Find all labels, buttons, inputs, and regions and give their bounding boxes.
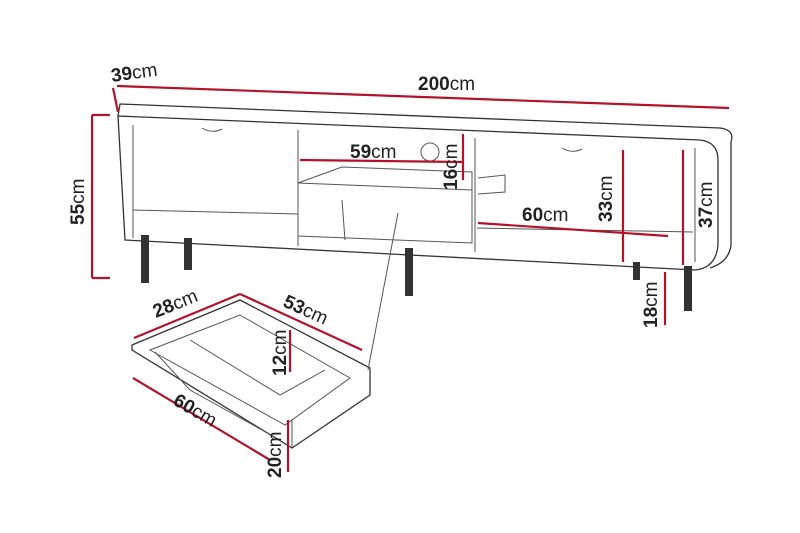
dim-line-drawer-front-width xyxy=(132,377,271,461)
label-shelf-height: 16cm xyxy=(441,144,462,190)
dimension-labels: 39cm 200cm 55cm 59cm 16cm 60cm 33cm 37cm… xyxy=(68,60,717,478)
cabinet-outline xyxy=(117,103,733,311)
right-small-shelf xyxy=(477,174,506,195)
cable-hole xyxy=(420,142,440,162)
drawer-inner-rim xyxy=(148,314,351,426)
drawer-outline xyxy=(131,299,371,449)
label-drawer-front-width: 60cm xyxy=(170,390,221,431)
leg-2 xyxy=(184,238,192,270)
dim-line-drawer-length xyxy=(239,293,363,351)
leg-4 xyxy=(684,266,692,311)
right-door-handle xyxy=(561,147,583,152)
label-height-total: 55cm xyxy=(68,179,89,225)
drawer-bottom xyxy=(189,339,326,396)
label-drawer-depth: 28cm xyxy=(150,286,201,323)
dim-line-shelf-width xyxy=(299,158,463,164)
label-drawer-inner-height: 12cm xyxy=(270,330,291,376)
leg-3 xyxy=(405,248,413,296)
label-right-width: 60cm xyxy=(522,205,568,226)
label-depth-top: 39cm xyxy=(110,60,159,87)
pointer-line-1 xyxy=(367,212,399,371)
label-shelf-width: 59cm xyxy=(350,142,396,163)
label-right-height: 37cm xyxy=(696,182,717,228)
label-drawer-front-height: 20cm xyxy=(265,432,286,478)
center-shelf xyxy=(297,166,473,191)
leg-5 xyxy=(633,262,640,280)
label-width-total: 200cm xyxy=(418,74,475,95)
left-shelf xyxy=(132,209,299,215)
drawer-detail xyxy=(131,199,399,449)
drawer-front-in-cabinet xyxy=(297,183,473,244)
leg-1 xyxy=(141,235,149,283)
cabinet-top-back-edge xyxy=(117,103,733,143)
dim-line-drawer-depth xyxy=(133,292,241,340)
dimension-lines xyxy=(90,84,730,472)
cabinet-side-edge xyxy=(709,142,732,269)
left-door-handle xyxy=(201,127,223,132)
label-leg-height: 18cm xyxy=(641,282,662,328)
drawer-front-panel xyxy=(154,351,281,441)
label-inner-height: 33cm xyxy=(596,176,617,222)
dim-line-width-total xyxy=(116,84,730,110)
dim-line-right-width xyxy=(477,221,669,238)
pointer-line-2 xyxy=(341,199,346,241)
dim-line-depth-top xyxy=(111,87,120,113)
cabinet-front-face xyxy=(117,115,719,271)
dim-line-height-total-ticks xyxy=(92,113,110,280)
